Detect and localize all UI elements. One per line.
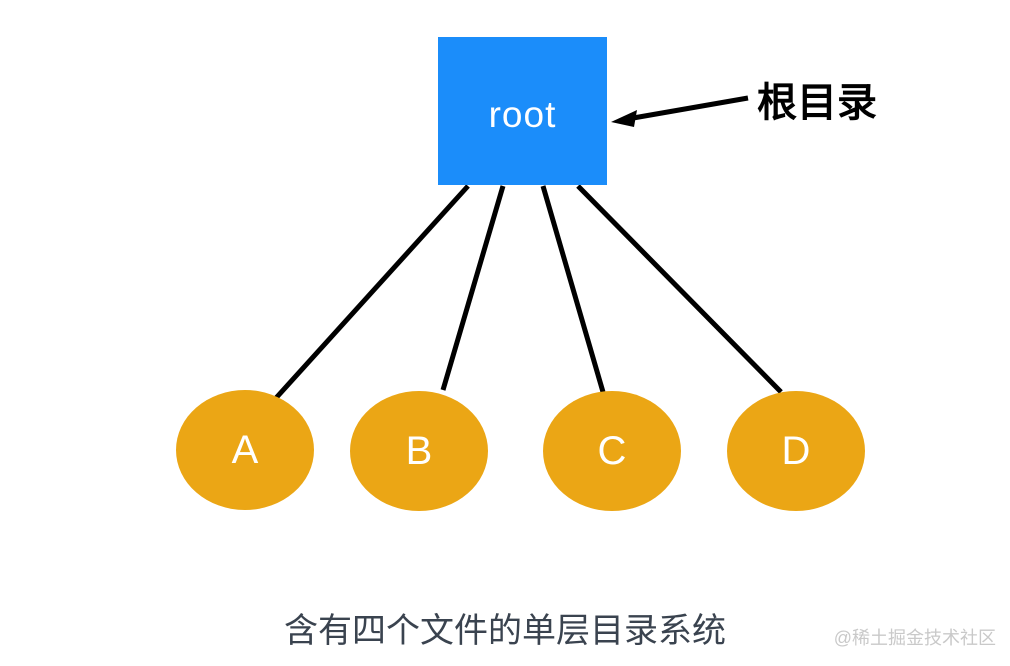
file-node-a: A [176, 390, 314, 510]
diagram-caption: 含有四个文件的单层目录系统 [284, 612, 726, 650]
connector-root-to-a [274, 184, 470, 400]
annotation-arrow-head [611, 110, 637, 127]
file-node-b: B [350, 391, 488, 511]
connector-root-to-b [440, 185, 506, 391]
file-node-c-label: C [597, 428, 627, 473]
annotation-label: 根目录 [757, 81, 877, 125]
connector-root-to-c [540, 185, 606, 393]
root-node-label: root [488, 94, 557, 135]
file-node-b-label: B [405, 428, 433, 473]
annotation-arrow-shaft [632, 95, 749, 121]
file-node-d: D [727, 391, 865, 511]
file-node-c: C [543, 391, 681, 511]
root-directory-node: root [438, 37, 607, 185]
watermark: @稀土掘金技术社区 [833, 628, 996, 648]
file-node-a-label: A [231, 427, 259, 472]
connector-root-to-d [576, 184, 783, 394]
file-node-d-label: D [781, 428, 811, 473]
